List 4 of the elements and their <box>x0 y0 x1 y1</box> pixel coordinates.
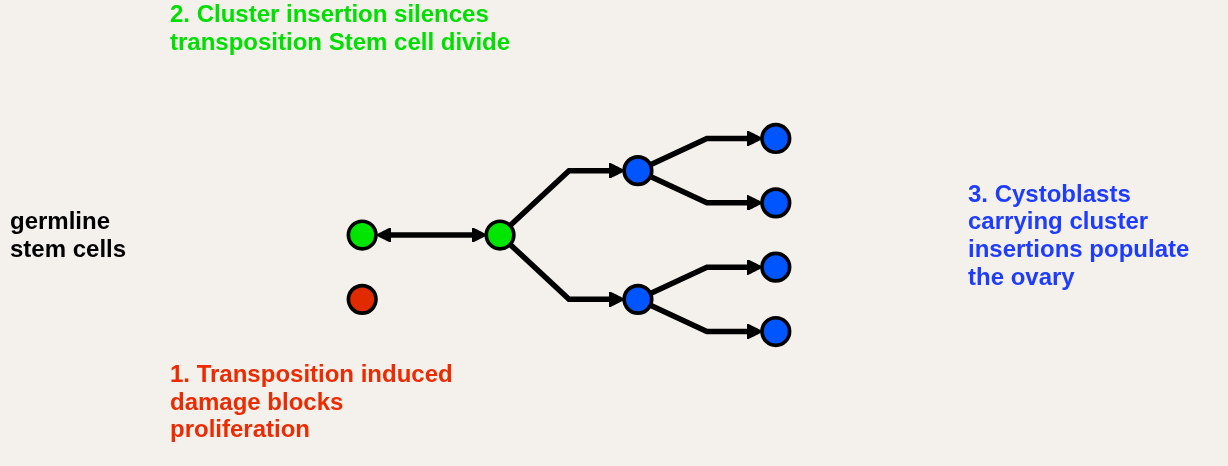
annotation-text: 3. Cystoblasts carrying cluster insertions populate the ovary <box>968 179 1191 291</box>
annotation-text: 2. Cluster insertion silences transposition Stem cell divide <box>170 0 512 56</box>
annotation-text: 1. Transposition induced damage blocks proliferation <box>170 360 454 443</box>
annotation-text: germline stem cells <box>9 207 128 263</box>
